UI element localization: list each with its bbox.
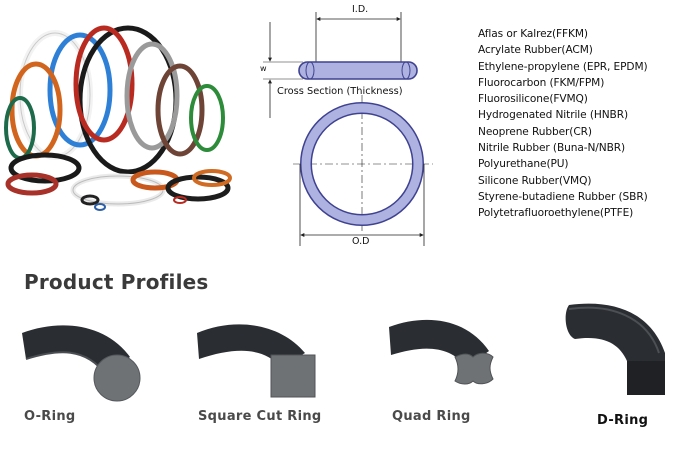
material-item: Styrene-butadiene Rubber (SBR) <box>478 190 648 203</box>
material-item: Acrylate Rubber(ACM) <box>478 44 593 57</box>
material-item: Silicone Rubber(VMQ) <box>478 174 592 187</box>
ring-blue <box>47 32 113 148</box>
material-item: Fluorocarbon (FKM/FPM) <box>478 76 605 89</box>
square-cut-ring-label: Square Cut Ring <box>198 409 322 424</box>
o-ring-side-view <box>298 61 418 80</box>
ring-red <box>73 25 135 143</box>
materials-list: Aflas or Kalrez(FFKM) Acrylate Rubber(ACM… <box>478 26 678 222</box>
side-view-end-right <box>401 61 411 80</box>
ring-gray <box>124 41 180 151</box>
material-item: Hydrogenated Nitrile (HNBR) <box>478 109 629 122</box>
material-item: Aflas or Kalrez(FFKM) <box>478 28 588 40</box>
quad-ring-profile-image <box>389 319 494 385</box>
o-ring-dimension-diagram <box>263 12 433 246</box>
ring-small-black <box>80 194 100 206</box>
material-item: Ethylene-propylene (EPR, EPDM) <box>478 60 648 73</box>
side-view-end-left <box>305 61 315 80</box>
ring-brown <box>155 63 205 157</box>
material-item: Polytetrafluoroethylene(PTFE) <box>478 207 634 220</box>
ring-orange-flat-2 <box>192 169 232 187</box>
d-ring-profile-image <box>565 303 665 395</box>
material-item: Fluorosilicone(FVMQ) <box>478 93 588 106</box>
id-label: I.D. <box>352 4 369 15</box>
ring-black-flat-1 <box>8 152 82 184</box>
ring-red-flat <box>5 172 59 196</box>
d-ring-label: D-Ring <box>597 413 649 428</box>
ring-black-flat-2 <box>165 174 231 202</box>
material-item: Polyurethane(PU) <box>478 158 569 171</box>
w-label: w <box>260 64 267 73</box>
od-label: O.D <box>352 236 370 247</box>
o-rings-photo <box>4 25 232 211</box>
o-ring-front-view-fill <box>301 103 423 225</box>
square-cut-ring-profile-image <box>197 324 316 398</box>
ring-small-blue <box>94 203 106 211</box>
o-ring-profile-image <box>22 325 141 402</box>
ring-green <box>189 84 225 152</box>
section-title: Product Profiles <box>24 270 209 294</box>
cross-section-label: Cross Section (Thickness) <box>277 86 403 97</box>
material-item: Neoprene Rubber(CR) <box>478 125 592 138</box>
ring-small-red <box>173 196 187 204</box>
quad-ring-label: Quad Ring <box>392 409 471 424</box>
material-item: Nitrile Rubber (Buna-N/NBR) <box>478 142 626 155</box>
o-ring-label: O-Ring <box>24 409 76 424</box>
